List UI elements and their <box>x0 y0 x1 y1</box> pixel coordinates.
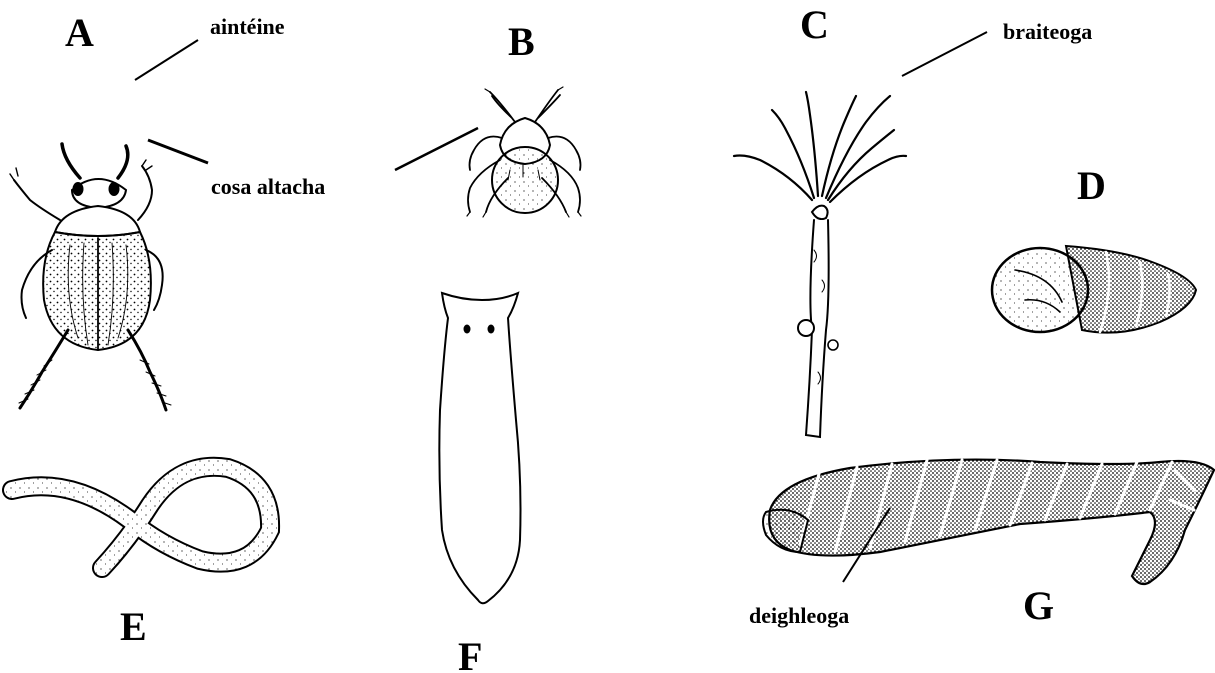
mite-illustration <box>467 87 581 217</box>
panel-label-d: D <box>1077 166 1106 206</box>
panel-label-c: C <box>800 5 829 45</box>
beetle-illustration <box>10 144 171 410</box>
panel-label-f: F <box>458 637 482 673</box>
legs-leader-line <box>148 140 208 163</box>
hydra-illustration <box>734 92 906 437</box>
roundworm-illustration <box>12 467 270 568</box>
antennae-leader-line <box>135 40 198 80</box>
panel-label-g: G <box>1023 586 1054 626</box>
flatworm-illustration <box>439 293 520 603</box>
legs-label: cosa altacha <box>211 176 325 198</box>
leech-illustration <box>763 460 1214 584</box>
panel-label-a: A <box>65 13 94 53</box>
tentacles-leader-line <box>902 32 987 76</box>
tentacles-label: braiteoga <box>1003 21 1092 43</box>
mite-leg-leader-line <box>395 128 478 170</box>
panel-label-b: B <box>508 22 535 62</box>
antennae-label: aintéine <box>210 16 285 38</box>
snail-shell-illustration <box>992 246 1196 333</box>
panel-label-e: E <box>120 607 147 647</box>
bristles-label: deighleoga <box>749 605 849 627</box>
